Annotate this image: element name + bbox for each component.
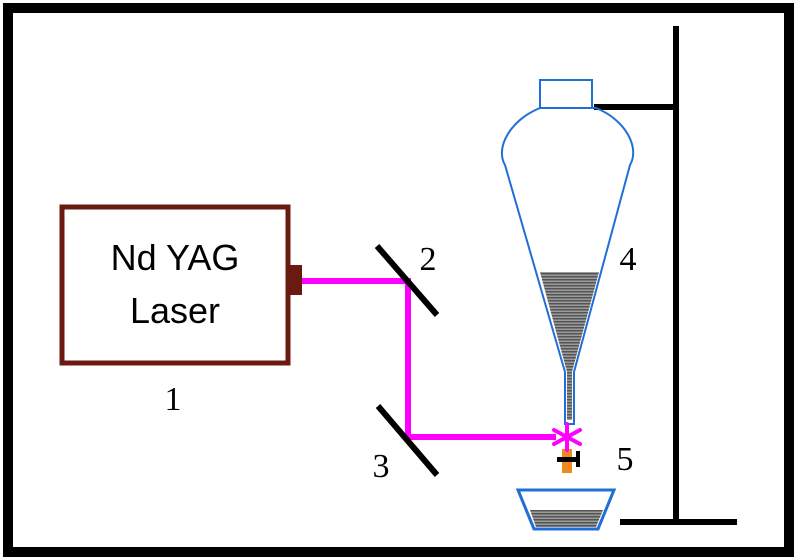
funnel-outline xyxy=(500,107,635,425)
mirror-upper xyxy=(374,244,440,317)
valve-handle xyxy=(557,457,579,462)
dish-liquid xyxy=(530,510,603,527)
retort-stand xyxy=(594,26,737,525)
label-mirror-lower: 3 xyxy=(373,448,390,485)
mirror-lower xyxy=(375,404,440,477)
funnel-stopper xyxy=(539,79,593,109)
dish-outline xyxy=(515,488,617,531)
stopcock-valve xyxy=(557,449,580,473)
laser-aperture xyxy=(288,265,302,295)
label-laser-number: 1 xyxy=(165,381,182,418)
funnel-liquid xyxy=(540,272,599,420)
valve-tick xyxy=(576,451,580,467)
laser-beam xyxy=(302,278,556,440)
separatory-funnel xyxy=(500,79,635,425)
collection-dish xyxy=(515,488,617,531)
label-funnel: 4 xyxy=(620,241,637,278)
laser-source: Nd YAG Laser xyxy=(59,204,302,366)
label-mirror-upper: 2 xyxy=(420,241,437,278)
spark-icon xyxy=(552,422,582,452)
laser-label-line1: Nd YAG xyxy=(111,237,240,278)
label-stopcock: 5 xyxy=(617,441,634,478)
laser-box xyxy=(59,204,291,366)
laser-label-line2: Laser xyxy=(130,290,220,331)
